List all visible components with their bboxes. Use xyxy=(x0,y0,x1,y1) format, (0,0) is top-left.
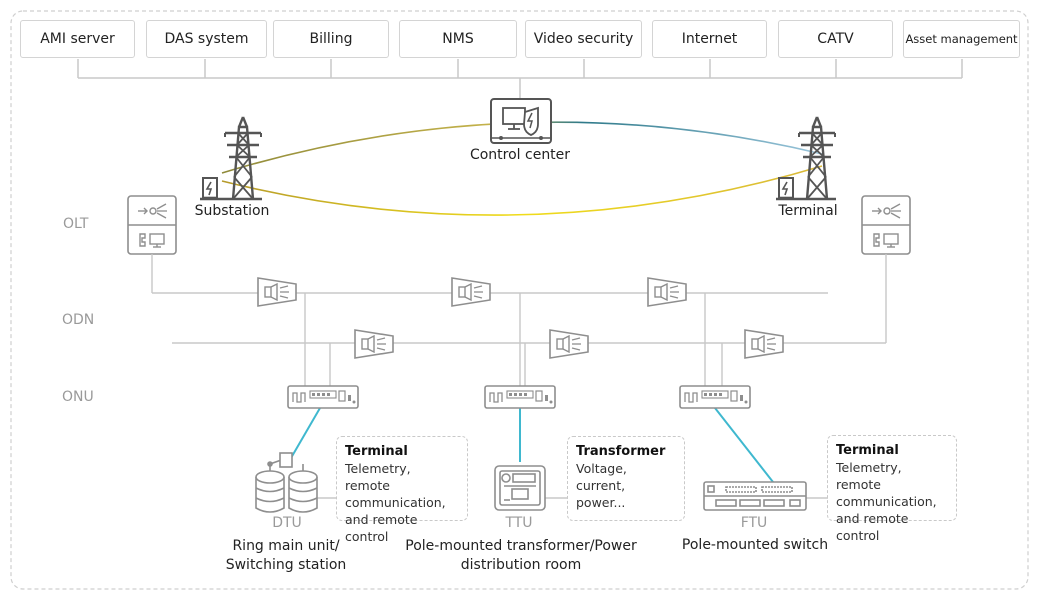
onu-icon xyxy=(287,385,359,409)
control-center-icon xyxy=(490,98,552,144)
transformer-terminal-icon xyxy=(494,465,546,511)
system-box-video-security: Video security xyxy=(525,20,642,58)
splitter-icon xyxy=(744,329,784,359)
splitter-icon xyxy=(549,329,589,359)
info-box-title: Terminal xyxy=(836,443,899,458)
control-center-label: Control center xyxy=(469,147,571,163)
device-code-ttu: TTU xyxy=(505,515,533,531)
system-box-das-system: DAS system xyxy=(146,20,267,58)
info-box-body: Telemetry, remote communication, and rem… xyxy=(836,460,937,543)
device-caption-dtu: Ring main unit/ Switching station xyxy=(225,538,347,573)
info-box-transformer: Transformer Voltage, current, power... xyxy=(567,436,685,521)
info-box-body: Telemetry, remote communication, and rem… xyxy=(345,461,446,544)
outer-frame xyxy=(10,10,1029,590)
onu-icon xyxy=(679,385,751,409)
splitter-icon xyxy=(451,277,491,307)
layer-label-olt: OLT xyxy=(63,216,89,232)
system-box-ami-server: AMI server xyxy=(20,20,135,58)
info-box-body: Voltage, current, power... xyxy=(576,461,627,510)
onu-access-links xyxy=(290,407,774,483)
terminal-tower-icon xyxy=(776,115,837,201)
pole-switch-icon xyxy=(703,481,807,511)
layer-label-odn: ODN xyxy=(62,312,95,328)
info-box-title: Terminal xyxy=(345,444,408,459)
ring-lower xyxy=(221,165,823,216)
system-box-nms: NMS xyxy=(399,20,517,58)
splitter-icon xyxy=(257,277,297,307)
terminal-top-label: Terminal xyxy=(778,203,838,219)
substation-tower-icon xyxy=(200,115,263,201)
info-box-terminal-dtu: Terminal Telemetry, remote communication… xyxy=(336,436,468,544)
device-caption-ftu: Pole-mounted switch xyxy=(681,537,829,553)
system-bus xyxy=(77,59,963,98)
system-box-billing: Billing xyxy=(273,20,389,58)
splitter-icon xyxy=(647,277,687,307)
olt-right-icon xyxy=(861,195,911,255)
system-box-catv: CATV xyxy=(778,20,893,58)
onu-icon xyxy=(484,385,556,409)
device-code-dtu: DTU xyxy=(272,515,302,531)
substation-label: Substation xyxy=(194,203,270,219)
layer-label-onu: ONU xyxy=(62,389,94,405)
device-code-ftu: FTU xyxy=(740,515,768,531)
device-caption-ttu: Pole-mounted transformer/Power distribut… xyxy=(405,538,637,573)
info-box-terminal-ftu: Terminal Telemetry, remote communication… xyxy=(827,435,957,543)
info-box-title: Transformer xyxy=(576,444,666,459)
olt-left-icon xyxy=(127,195,177,255)
splitter-icon xyxy=(354,329,394,359)
ring-main-unit-icon xyxy=(255,452,318,513)
system-box-internet: Internet xyxy=(652,20,767,58)
system-box-asset-management: Asset management xyxy=(903,20,1020,58)
